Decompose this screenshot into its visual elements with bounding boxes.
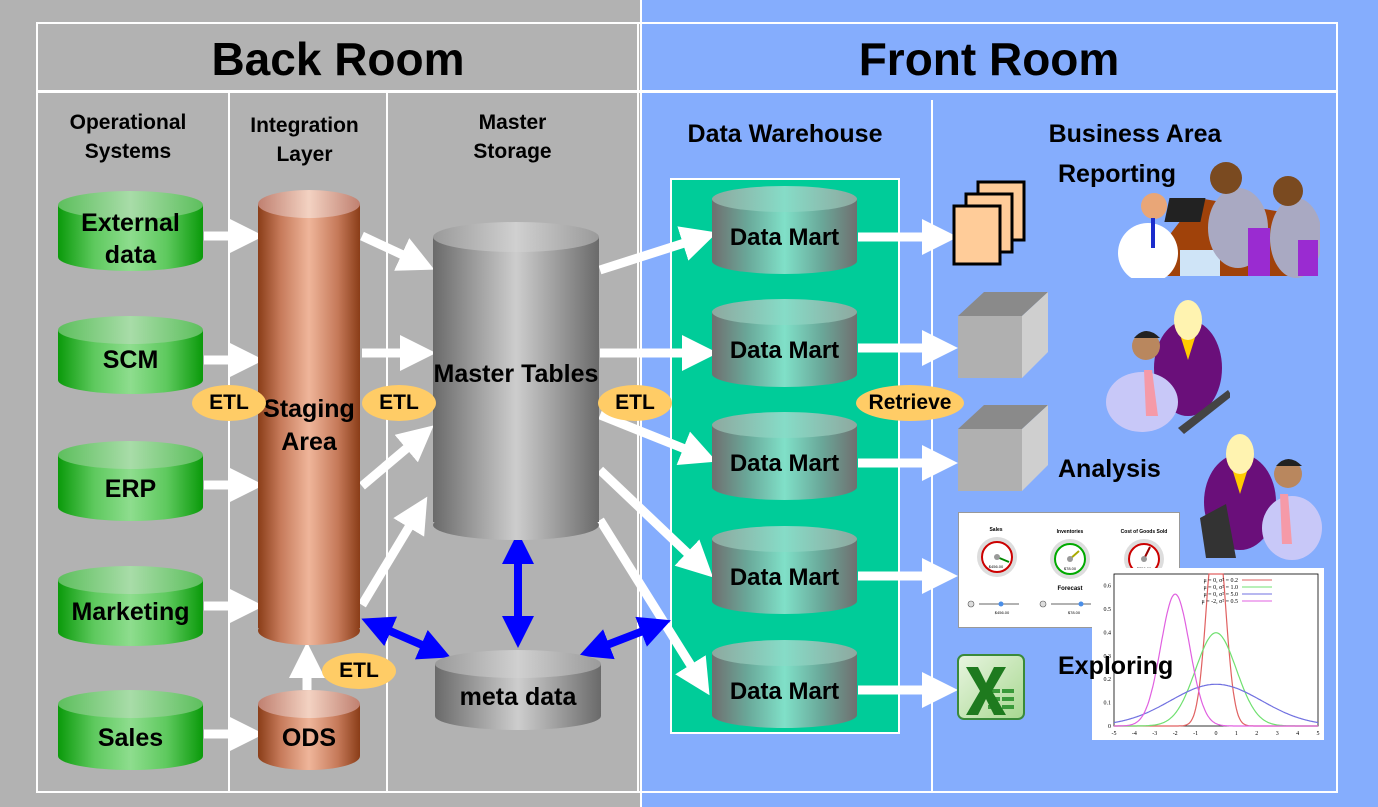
- x-tick-label: -1: [1193, 731, 1198, 737]
- exploring-label: Exploring: [1058, 652, 1174, 680]
- arrow-staging-to-master-3: [359, 425, 434, 490]
- gauge-value-sales: $456.00: [988, 564, 1004, 569]
- distribution-curve-4: [1114, 593, 1318, 727]
- legend-entry: μ = -2, σ² = 0.5: [1201, 599, 1238, 605]
- source-sales: Sales: [58, 690, 203, 770]
- data-mart-3: Data Mart: [712, 412, 857, 500]
- arrow-staging-to-master-1: [360, 231, 435, 271]
- frame-right: [1336, 22, 1338, 793]
- column-divider-1: [228, 92, 230, 792]
- source-erp: ERP: [58, 441, 203, 521]
- etl-badge-staging: ETL: [362, 385, 436, 421]
- olap-cube-icon-2: [958, 405, 1048, 491]
- slider-value-inventories: $78.00: [1067, 610, 1081, 615]
- y-tick-label: 0.5: [1104, 607, 1112, 613]
- x-tick-label: 4: [1296, 731, 1299, 737]
- gauge-title-cogs: Cost of Goods Sold: [1120, 529, 1168, 535]
- integration-layer-heading: Integration Layer: [250, 114, 359, 166]
- x-tick-label: -3: [1152, 731, 1157, 737]
- y-tick-label: 0.2: [1104, 677, 1112, 683]
- arrow-master-to-mart-5: [596, 517, 710, 696]
- y-tick-label: 0.4: [1104, 630, 1112, 636]
- business-area-heading: Business Area: [1048, 120, 1222, 148]
- arrow-master-to-mart-3: [598, 410, 717, 466]
- reporting-team-illustration: [1118, 162, 1320, 278]
- gauge-title-inventories: Inventories: [1056, 529, 1084, 535]
- analysis-label: Analysis: [1058, 455, 1161, 483]
- frame-top: [36, 22, 1338, 24]
- operational-systems-heading: Operational Systems: [69, 111, 187, 163]
- x-tick-label: 2: [1255, 731, 1258, 737]
- x-tick-label: -5: [1112, 731, 1117, 737]
- legend-entry: μ = 0, σ² = 1.0: [1203, 585, 1238, 591]
- header-divider: [36, 90, 1338, 93]
- analysts-laptop-illustration: [1106, 300, 1230, 434]
- front-room-title: Front Room: [858, 33, 1120, 85]
- arrow-staging-to-master-4: [358, 496, 428, 608]
- olap-cube-icon-1: [958, 292, 1048, 378]
- gauge-sales: [977, 537, 1017, 577]
- normal-distribution-plot: -5 -4 -3 -2 -1 0 1 2 3 4 5 0 0.1 0.2 0.3 0.4 0.5 0.6 μ = …: [1092, 568, 1324, 740]
- x-tick-label: 5: [1317, 731, 1320, 737]
- x-tick-label: -4: [1132, 731, 1137, 737]
- arrow-meta-warehouse: [579, 616, 671, 660]
- data-mart-1: Data Mart: [712, 186, 857, 274]
- master-tables-cylinder: Master Tables: [433, 222, 599, 540]
- slider-sales: [967, 600, 1019, 608]
- reporting-label: Reporting: [1058, 160, 1177, 188]
- slider-inventories: [1039, 600, 1091, 608]
- y-tick-label: 0.6: [1104, 584, 1112, 590]
- staging-area-cylinder: Staging Area: [258, 190, 360, 645]
- back-room-title: Back Room: [211, 33, 465, 85]
- gauge-value-inventories: $78.00: [1063, 566, 1077, 571]
- source-scm: SCM: [58, 316, 203, 394]
- ods-cylinder: ODS: [258, 690, 360, 770]
- etl-badge-master: ETL: [598, 385, 672, 421]
- gauge-inventories: [1050, 539, 1090, 579]
- frame-left: [36, 22, 38, 793]
- master-storage-heading: Master Storage: [473, 111, 552, 163]
- report-documents-icon: [952, 180, 1026, 266]
- arrow-master-to-mart-4: [596, 466, 714, 578]
- y-tick-label: 0.1: [1104, 701, 1112, 707]
- x-tick-label: 0: [1215, 731, 1218, 737]
- distribution-curve-3: [1113, 683, 1319, 724]
- data-warehouse-heading: Data Warehouse: [687, 120, 883, 148]
- source-marketing: Marketing: [58, 566, 203, 646]
- slider-value-sales: $456.00: [994, 610, 1010, 615]
- x-tick-label: 1: [1235, 731, 1238, 737]
- retrieve-badge: Retrieve: [856, 385, 964, 421]
- forecast-label: Forecast: [1057, 586, 1083, 592]
- analysts-computer-illustration: [1200, 434, 1322, 560]
- legend-entry: μ = 0, σ² = 5.0: [1203, 592, 1238, 598]
- data-mart-4: Data Mart: [712, 526, 857, 614]
- arrow-staging-meta: [361, 616, 451, 660]
- etl-badge-sources: ETL: [192, 385, 266, 421]
- frame-bottom: [36, 791, 1338, 793]
- arrow-master-to-mart-1: [598, 226, 718, 275]
- column-divider-2: [386, 92, 388, 792]
- meta-data-cylinder: meta data: [435, 650, 601, 730]
- data-mart-2: Data Mart: [712, 299, 857, 387]
- gauge-title-sales: Sales: [989, 527, 1003, 533]
- etl-badge-ods: ETL: [322, 653, 396, 689]
- x-tick-label: -2: [1173, 731, 1178, 737]
- source-external-data: External data: [58, 191, 203, 271]
- data-mart-5: Data Mart: [712, 640, 857, 728]
- excel-icon: [957, 654, 1025, 720]
- y-tick-label: 0: [1108, 724, 1111, 730]
- x-tick-label: 3: [1276, 731, 1279, 737]
- y-tick-label: 0.3: [1104, 654, 1112, 660]
- legend-entry: μ = 0, σ² = 0.2: [1203, 578, 1238, 584]
